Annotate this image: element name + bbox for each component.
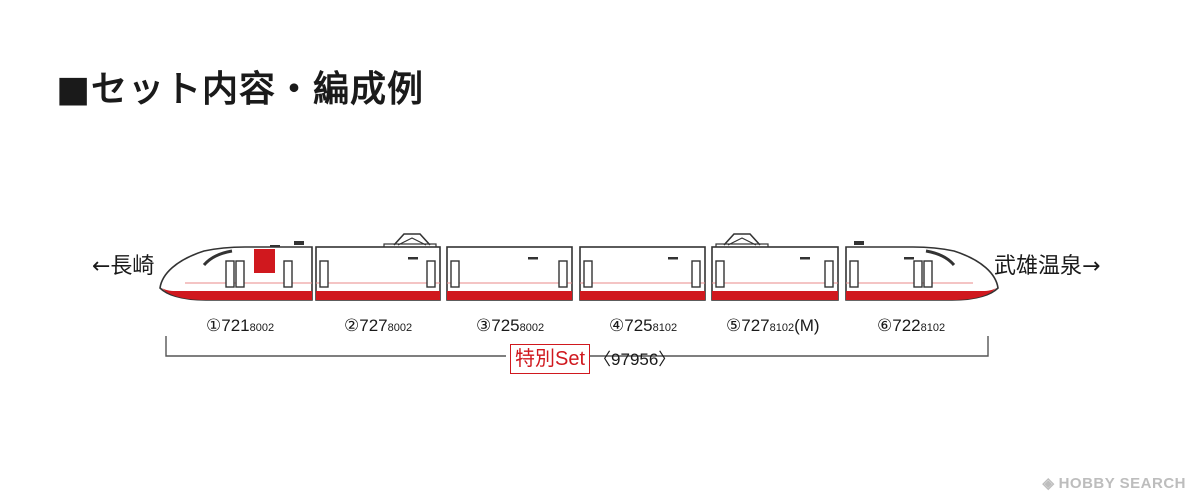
car-6-drawing [845,241,999,301]
car-5-drawing [711,233,839,301]
special-set-badge: 特別Set [510,344,591,374]
car-3-drawing [446,246,573,301]
set-product-code: 〈97956〉 [594,350,676,369]
car-label-4: ④7258102 [609,316,678,335]
car-label-2: ②7278002 [344,316,413,335]
hobby-search-logo-icon: ◈ [1042,475,1055,492]
car-1-red-marker [254,249,275,273]
page-title: ■セット内容・編成例 [56,69,425,110]
direction-left-label: ←長崎 [92,254,155,279]
car-label-6: ⑥7228102 [877,316,946,335]
car-label-5: ⑤7278102(M) [726,316,820,335]
direction-right-label: 武雄温泉→ [994,254,1101,279]
car-label-3: ③7258002 [476,316,545,335]
watermark: ◈HOBBY SEARCH [1042,475,1186,492]
set-bracket [165,336,989,357]
car-label-1: ①7218002 [206,316,275,335]
car-4-drawing [579,246,706,301]
set-info: 特別Set〈97956〉 [510,344,675,374]
car-1-drawing [159,241,313,301]
car-2-drawing [315,233,441,301]
